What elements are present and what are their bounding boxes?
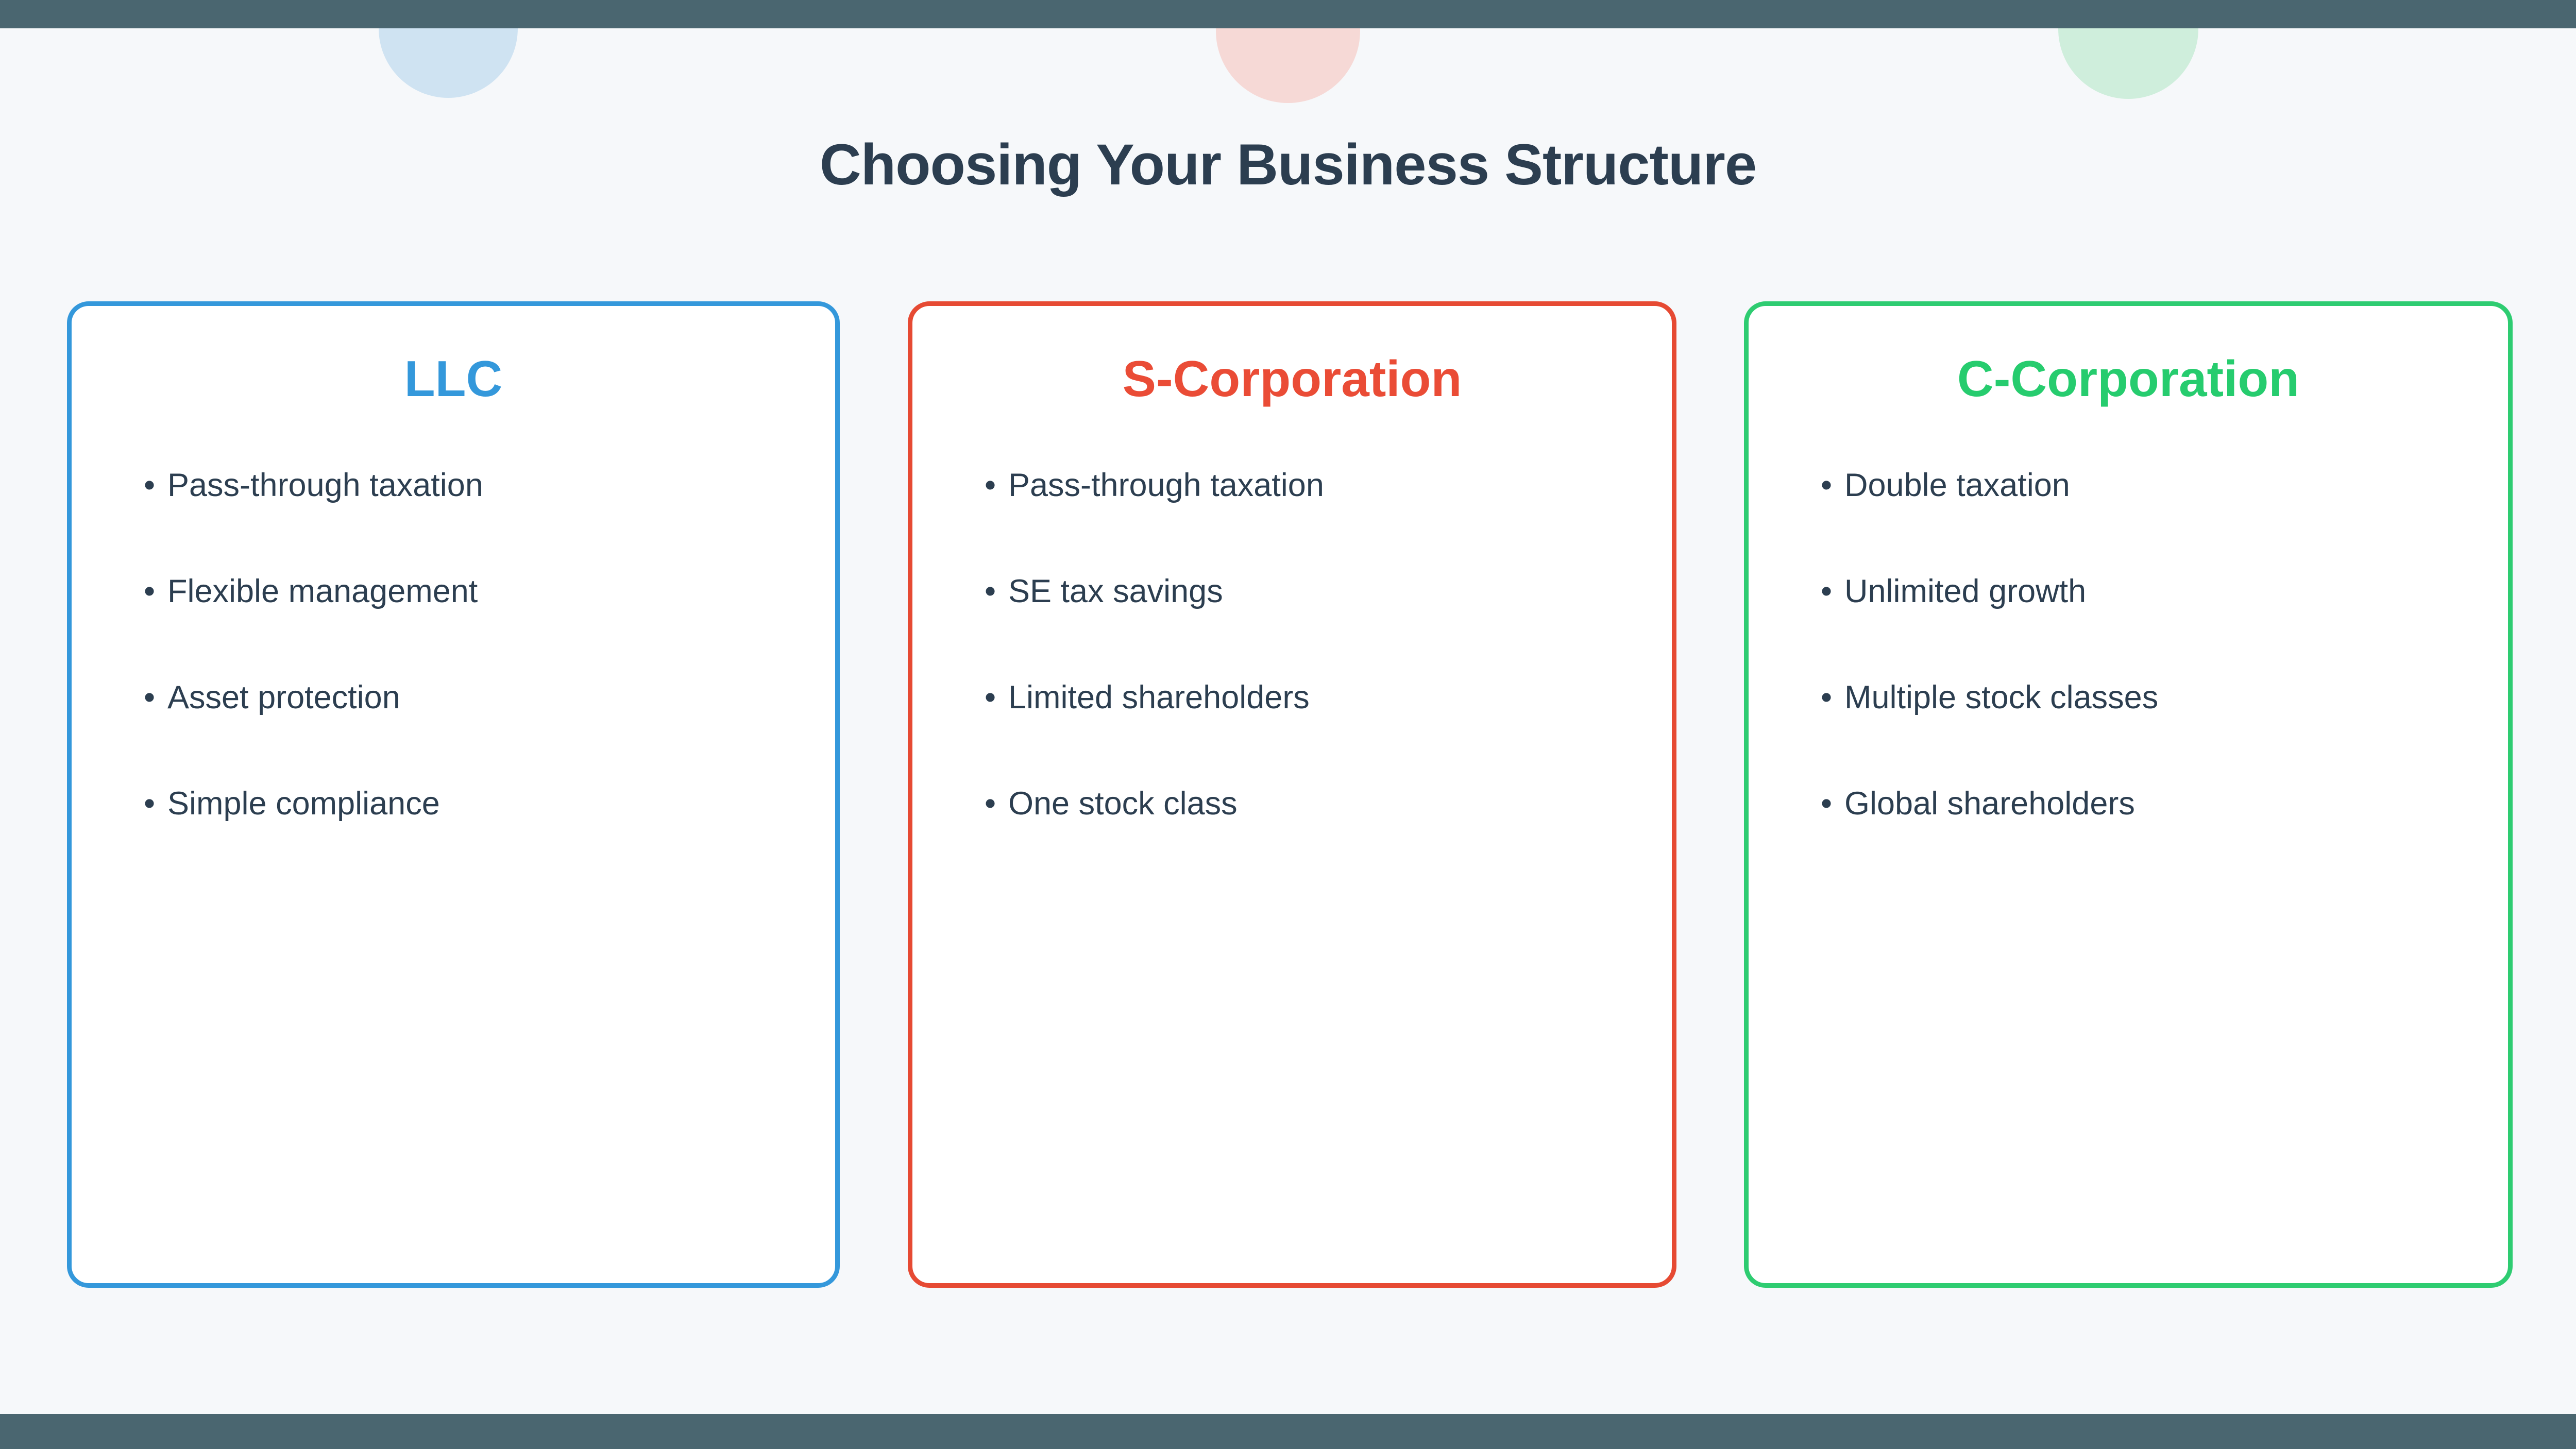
- list-item-label: Limited shareholders: [1008, 679, 1310, 716]
- bullet-dot-icon: •: [1821, 786, 1833, 822]
- list-item: • Limited shareholders: [912, 680, 1672, 714]
- card-s-corporation[interactable]: S-Corporation • Pass-through taxation • SE…: [908, 301, 1676, 1288]
- bullet-dot-icon: •: [1821, 573, 1833, 610]
- page-title: Choosing Your Business Structure: [819, 132, 1757, 197]
- list-item-label: SE tax savings: [1008, 573, 1223, 610]
- list-item: • One stock class: [912, 787, 1672, 821]
- list-item-label: One stock class: [1008, 786, 1238, 822]
- bullet-dot-icon: •: [144, 573, 156, 610]
- bottom-bar: [0, 1414, 2576, 1449]
- list-item-label: Unlimited growth: [1844, 573, 2087, 610]
- card-s-corporation-bullet-list: • Pass-through taxation • SE tax savings •…: [912, 468, 1672, 893]
- list-item: • Multiple stock classes: [1749, 680, 2508, 714]
- card-llc[interactable]: LLC • Pass-through taxation • Flexible man…: [67, 301, 840, 1288]
- bullet-dot-icon: •: [144, 467, 156, 503]
- bullet-dot-icon: •: [1821, 467, 1833, 503]
- list-item: • Unlimited growth: [1749, 574, 2508, 608]
- list-item: • Simple compliance: [72, 787, 835, 821]
- bullet-dot-icon: •: [1821, 679, 1833, 716]
- list-item: • SE tax savings: [912, 574, 1672, 608]
- list-item: • Pass-through taxation: [912, 468, 1672, 502]
- top-bar: [0, 0, 2576, 28]
- list-item: • Asset protection: [72, 680, 835, 714]
- list-item-label: Flexible management: [167, 573, 478, 610]
- card-c-corporation-bullet-list: • Double taxation • Unlimited growth • Mult…: [1749, 468, 2508, 893]
- bullet-dot-icon: •: [985, 467, 996, 503]
- list-item: • Flexible management: [72, 574, 835, 608]
- bullet-dot-icon: •: [985, 786, 996, 822]
- list-item-label: Global shareholders: [1844, 786, 2135, 822]
- bullet-dot-icon: •: [144, 786, 156, 822]
- card-llc-heading: LLC: [404, 350, 503, 407]
- list-item: • Double taxation: [1749, 468, 2508, 502]
- list-item-label: Simple compliance: [167, 786, 440, 822]
- card-llc-bullet-list: • Pass-through taxation • Flexible managem…: [72, 468, 835, 893]
- card-s-corporation-heading: S-Corporation: [1122, 350, 1462, 407]
- list-item-label: Double taxation: [1844, 467, 2070, 503]
- card-c-corporation-heading: C-Corporation: [1957, 350, 2300, 407]
- list-item-label: Multiple stock classes: [1844, 679, 2159, 716]
- list-item: • Pass-through taxation: [72, 468, 835, 502]
- card-c-corporation[interactable]: C-Corporation • Double taxation • Unlimite…: [1744, 301, 2513, 1288]
- bullet-dot-icon: •: [985, 573, 996, 610]
- list-item: • Global shareholders: [1749, 787, 2508, 821]
- cards-row: LLC • Pass-through taxation • Flexible man…: [0, 301, 2576, 1290]
- bullet-dot-icon: •: [144, 679, 156, 716]
- bullet-dot-icon: •: [985, 679, 996, 716]
- list-item-label: Pass-through taxation: [167, 467, 483, 503]
- list-item-label: Asset protection: [167, 679, 400, 716]
- list-item-label: Pass-through taxation: [1008, 467, 1324, 503]
